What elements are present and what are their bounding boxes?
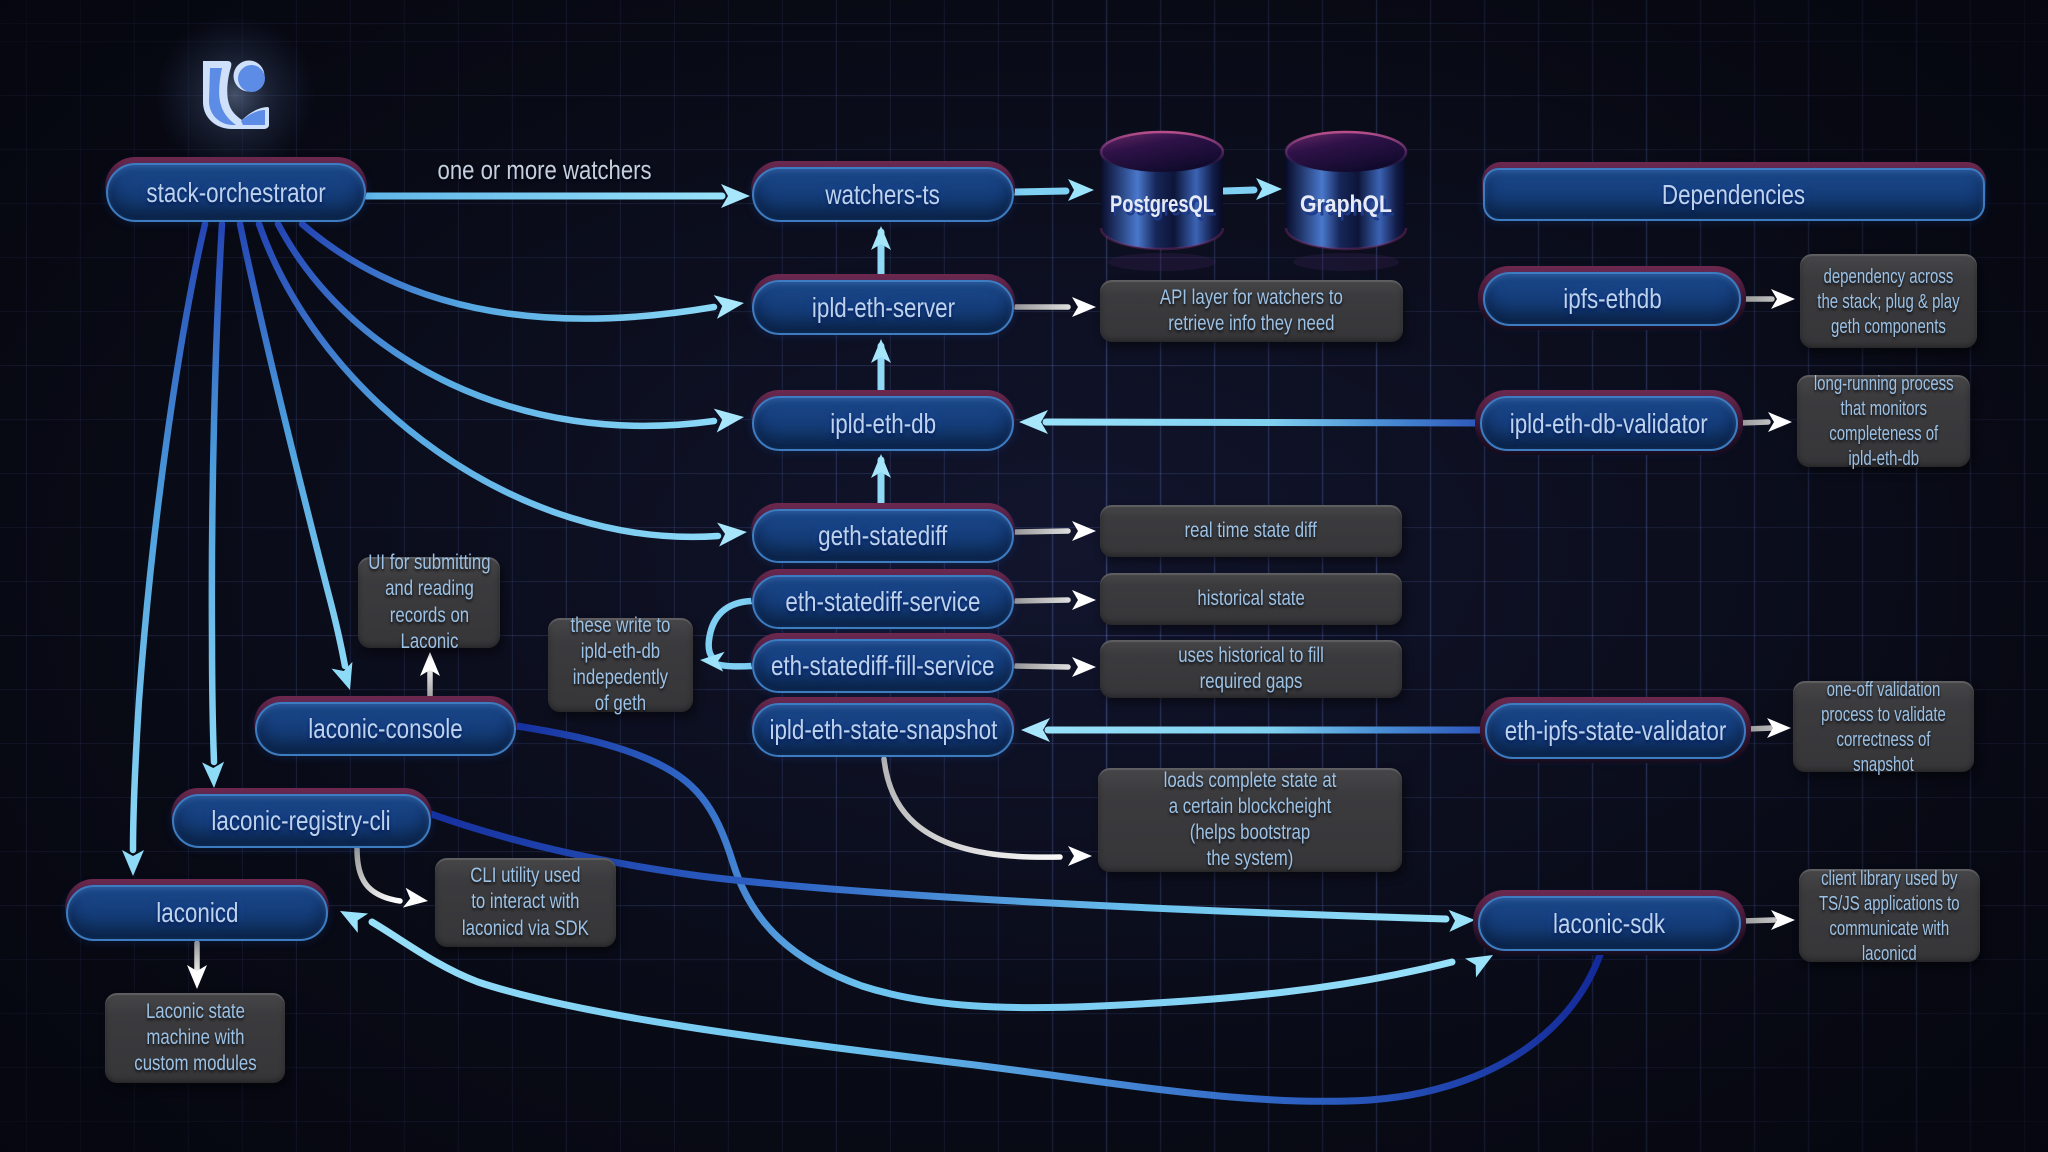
svg-text:PostgresQL: PostgresQL <box>1113 195 1217 222</box>
svg-text:GraphQL: GraphQL <box>1303 195 1395 222</box>
svg-text:PostgresQL: PostgresQL <box>1110 191 1214 218</box>
svg-text:GraphQL: GraphQL <box>1300 191 1392 218</box>
